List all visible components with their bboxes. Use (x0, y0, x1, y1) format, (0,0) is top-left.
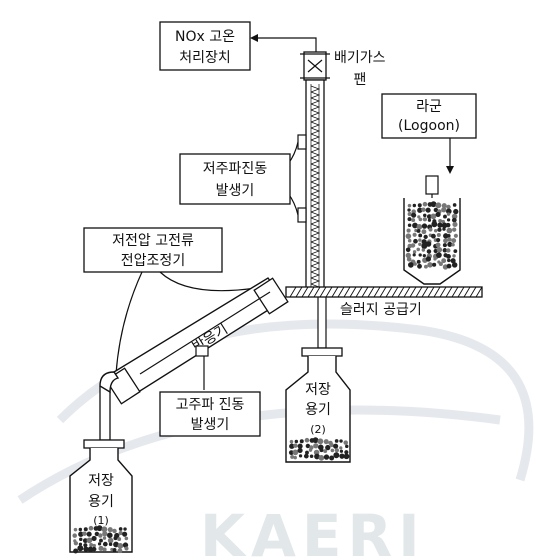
sludge-feeder-label: 슬러지 공급기 (340, 302, 422, 318)
vr-wire-left (115, 271, 143, 375)
storage2-label-line2: 용기 (305, 402, 331, 418)
low-freq-vibrator-top (297, 134, 307, 150)
exhaust-arrowhead (250, 34, 258, 42)
storage2-label-line3: (2) (310, 423, 326, 436)
high-freq-vibrator (195, 345, 209, 357)
sludge-feeder (285, 286, 483, 298)
hf-label-line1: 고주파 진동 (176, 397, 245, 413)
high-freq-vibration-box: 고주파 진동 발생기 (159, 391, 261, 437)
lagoon-arrowhead (446, 166, 454, 174)
storage-vessel-1: 저장 용기 (1) (69, 439, 133, 554)
nox-label-line2: 처리장치 (179, 50, 231, 66)
storage1-pipe (99, 386, 111, 441)
nox-treatment-box: NOx 고온 처리장치 (159, 21, 251, 71)
watermark-text: KAERI (200, 502, 426, 559)
lagoon-box: 라군 (Logoon) (381, 93, 477, 139)
voltage-regulator-box: 저전압 고전류 전압조정기 (83, 227, 223, 273)
exhaust-fan-label-line2: 팬 (354, 72, 367, 88)
storage1-label-line2: 용기 (88, 494, 114, 510)
lf-label-line2: 발생기 (216, 183, 255, 199)
low-freq-vibration-box: 저주파진동 발생기 (179, 153, 291, 205)
exhaust-fan (300, 51, 330, 81)
pipe-elbow (99, 371, 120, 394)
reactor-tube (105, 277, 289, 405)
storage-vessel-2: 저장 용기 (2) (285, 347, 351, 463)
lagoon-label-line2: (Logoon) (398, 118, 460, 134)
storage2-label-line1: 저장 (305, 382, 331, 398)
storage1-label-line3: (1) (93, 514, 109, 527)
storage1-label-line1: 저장 (88, 473, 114, 489)
sludge-hopper (403, 175, 461, 285)
vr-label-line2: 전압조정기 (121, 253, 185, 269)
lf-label-line1: 저주파진동 (203, 161, 268, 177)
riser-column (305, 79, 325, 293)
watermark: KAERI (17, 319, 534, 559)
exhaust-fan-label-line1: 배기가스 (334, 50, 386, 66)
nox-label-line1: NOx 고온 (175, 29, 235, 45)
hf-label-line2: 발생기 (191, 417, 230, 433)
vr-label-line1: 저전압 고전류 (112, 233, 194, 249)
exhaust-arrow (253, 37, 317, 52)
low-freq-vibrator-bottom (297, 207, 307, 223)
lagoon-label-line1: 라군 (416, 99, 442, 115)
storage2-pipe (317, 291, 327, 349)
